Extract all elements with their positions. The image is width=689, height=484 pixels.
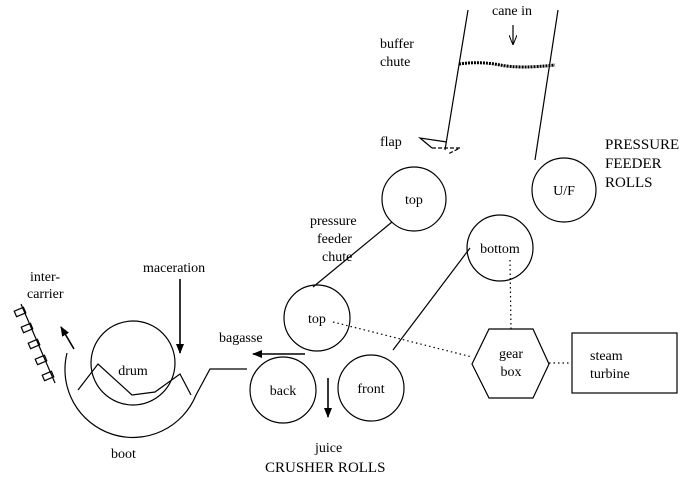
cr-back-roll bbox=[249, 356, 317, 424]
maceration-label: maceration bbox=[143, 261, 205, 276]
cane-in-label: cane in bbox=[492, 4, 532, 19]
gear-box-label-2: box bbox=[501, 365, 522, 380]
intercarrier-conveyor bbox=[13, 303, 56, 384]
pf-top-roll bbox=[381, 166, 447, 232]
drum bbox=[90, 320, 176, 406]
pf-bottom-roll bbox=[466, 214, 534, 282]
flap-arrow-left bbox=[417, 137, 448, 149]
pressure-feeder-rolls-label-3: ROLLS bbox=[605, 175, 653, 191]
cr-top-roll-label: top bbox=[308, 312, 326, 327]
pf-top-roll-label: top bbox=[405, 193, 423, 208]
juice-label: juice bbox=[314, 441, 342, 456]
buffer-chute-left-wall bbox=[444, 9, 469, 151]
intercarrier-arrow bbox=[60, 326, 75, 350]
pf-uf-roll-label: U/F bbox=[553, 184, 575, 199]
cane-level-line bbox=[458, 61, 556, 69]
cr-front-roll-label: front bbox=[357, 382, 384, 397]
drive-link-crusher bbox=[332, 321, 473, 358]
cr-front-roll bbox=[337, 354, 405, 422]
crusher-rolls-label: CRUSHER ROLLS bbox=[265, 460, 385, 476]
drum-label: drum bbox=[118, 364, 148, 379]
pressure-feeder-rolls-label-2: FEEDER bbox=[605, 156, 662, 172]
drive-link-feeder bbox=[509, 259, 512, 330]
pf-uf-roll bbox=[531, 157, 597, 223]
gear-box bbox=[471, 328, 550, 399]
boot-trough bbox=[64, 352, 247, 439]
intercarrier-label-1: inter- bbox=[30, 270, 60, 285]
steam-turbine-label-2: turbine bbox=[590, 367, 630, 382]
flap-arrow-right bbox=[432, 147, 461, 155]
pf-chute-left-wall bbox=[312, 221, 393, 288]
pf-bottom-roll-label: bottom bbox=[480, 242, 520, 257]
pressure-feeder-rolls-label-1: PRESSURE bbox=[605, 137, 679, 153]
buffer-chute-label-2: chute bbox=[380, 55, 410, 70]
buffer-chute-label-1: buffer bbox=[380, 37, 414, 52]
pf-chute-label-3: chute bbox=[322, 250, 352, 265]
bagasse-label: bagasse bbox=[219, 331, 263, 346]
bagasse-blanket bbox=[77, 363, 192, 396]
intercarrier-label-2: carrier bbox=[27, 287, 64, 302]
pf-chute-label-1: pressure bbox=[310, 214, 357, 229]
buffer-chute-right-wall bbox=[534, 9, 559, 161]
gear-box-label-1: gear bbox=[499, 347, 523, 362]
flap-label: flap bbox=[380, 135, 402, 150]
steam-turbine-label-1: steam bbox=[590, 349, 623, 364]
boot-label: boot bbox=[111, 447, 136, 462]
steam-turbine bbox=[571, 332, 678, 394]
pf-chute-right-wall bbox=[392, 247, 471, 351]
pf-chute-label-2: feeder bbox=[317, 232, 352, 247]
cr-top-roll bbox=[283, 284, 351, 352]
cr-back-roll-label: back bbox=[270, 384, 296, 399]
